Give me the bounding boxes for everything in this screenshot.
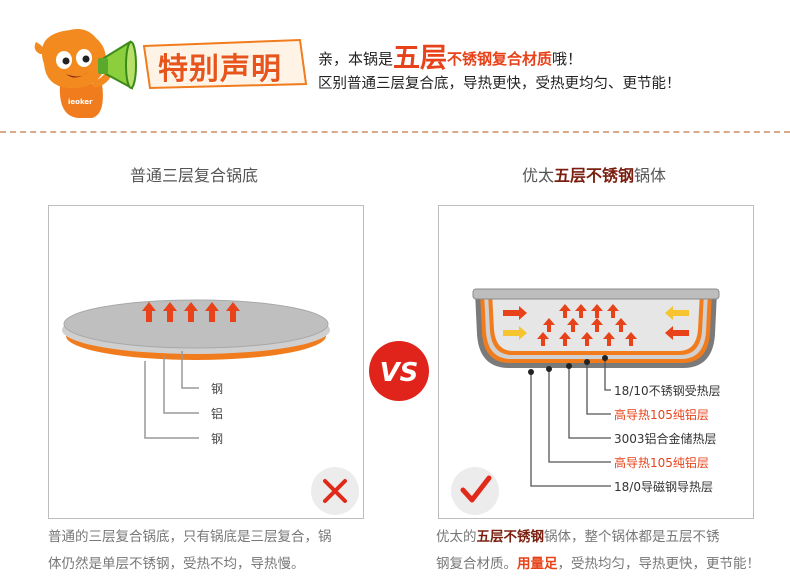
right-description: 优太的五层不锈钢锅体，整个锅体都是五层不锈 钢复合材质。用量足，受热均匀，导热更… — [436, 524, 760, 578]
right-layer-4-label: 高导热105纯铝层 — [614, 455, 709, 470]
left-description: 普通的三层复合锅底，只有锅底是三层复合，锅 体仍然是单层不锈钢，受热不均，导热慢… — [48, 524, 332, 578]
banner-title: 特别声明 — [158, 52, 282, 87]
heat-arrows-icon — [142, 302, 240, 322]
right-title: 优太五层不锈钢锅体 — [522, 162, 666, 186]
check-icon — [451, 467, 499, 515]
right-layer-2-label: 高导热105纯铝层 — [614, 407, 709, 422]
right-layer-5-label: 18/0导磁钢导热层 — [614, 479, 713, 494]
left-layer-1-label: 钢 — [211, 382, 223, 396]
header-line-1: 亲，本锅是五层不锈钢复合材质哦！ — [318, 36, 582, 75]
right-panel: 18/10不锈钢受热层 高导热105纯铝层 3003铝合金储热层 高导热105纯… — [438, 205, 754, 519]
left-panel: 钢 铝 钢 — [48, 205, 364, 519]
right-title-em: 五层不锈钢 — [554, 166, 635, 185]
right-desc-l2-b: ，受热均匀，导热更快，更节能！ — [557, 556, 761, 572]
five-layer-pot-diagram: 18/10不锈钢受热层 高导热105纯铝层 3003铝合金储热层 高导热105纯… — [451, 288, 721, 515]
cross-icon — [311, 467, 359, 515]
vs-badge: VS — [369, 341, 429, 401]
right-desc-l1-b: 锅体，整个锅体都是五层不锈 — [544, 529, 720, 545]
right-desc-l1-em: 五层不锈钢 — [476, 529, 545, 545]
left-layer-2-label: 铝 — [211, 406, 223, 421]
line1-prefix: 亲，本锅是 — [318, 50, 394, 68]
header-line-2: 区别普通三层复合底，导热更快，受热更均匀、更节能！ — [318, 76, 681, 92]
line1-big: 五层 — [393, 43, 448, 74]
banner-background-icon — [142, 38, 308, 90]
line1-red: 不锈钢复合材质 — [447, 50, 553, 68]
right-layer-1-label: 18/10不锈钢受热层 — [614, 384, 721, 398]
right-title-prefix: 优太 — [522, 166, 555, 185]
right-layer-3-label: 3003铝合金储热层 — [614, 431, 717, 446]
mascot-with-megaphone-icon: ieoker — [34, 29, 137, 118]
vs-label: VS — [380, 358, 419, 388]
right-desc-l2-em: 用量足 — [517, 556, 558, 572]
right-desc-l2-a: 钢复合材质。 — [436, 556, 517, 572]
left-title: 普通三层复合锅底 — [130, 166, 259, 185]
special-notice-banner: 特别声明 — [140, 36, 310, 92]
right-desc-line-1: 优太的五层不锈钢锅体，整个锅体都是五层不锈 — [436, 524, 760, 551]
mascot-shirt-text: ieoker — [68, 98, 93, 106]
dashed-divider — [0, 131, 790, 133]
right-desc-l1-a: 优太的 — [436, 529, 477, 545]
right-desc-line-2: 钢复合材质。用量足，受热均匀，导热更快，更节能！ — [436, 551, 760, 578]
three-layer-base-diagram: 钢 铝 钢 — [62, 299, 359, 515]
line1-suffix: 哦！ — [552, 50, 583, 68]
internal-heat-arrows-icon — [503, 304, 689, 346]
left-desc-line-1: 普通的三层复合锅底，只有锅底是三层复合，锅 — [48, 529, 332, 545]
left-desc-line-2: 体仍然是单层不锈钢，受热不均，导热慢。 — [48, 556, 305, 572]
left-layer-3-label: 钢 — [211, 432, 223, 446]
right-title-suffix: 锅体 — [634, 166, 667, 185]
